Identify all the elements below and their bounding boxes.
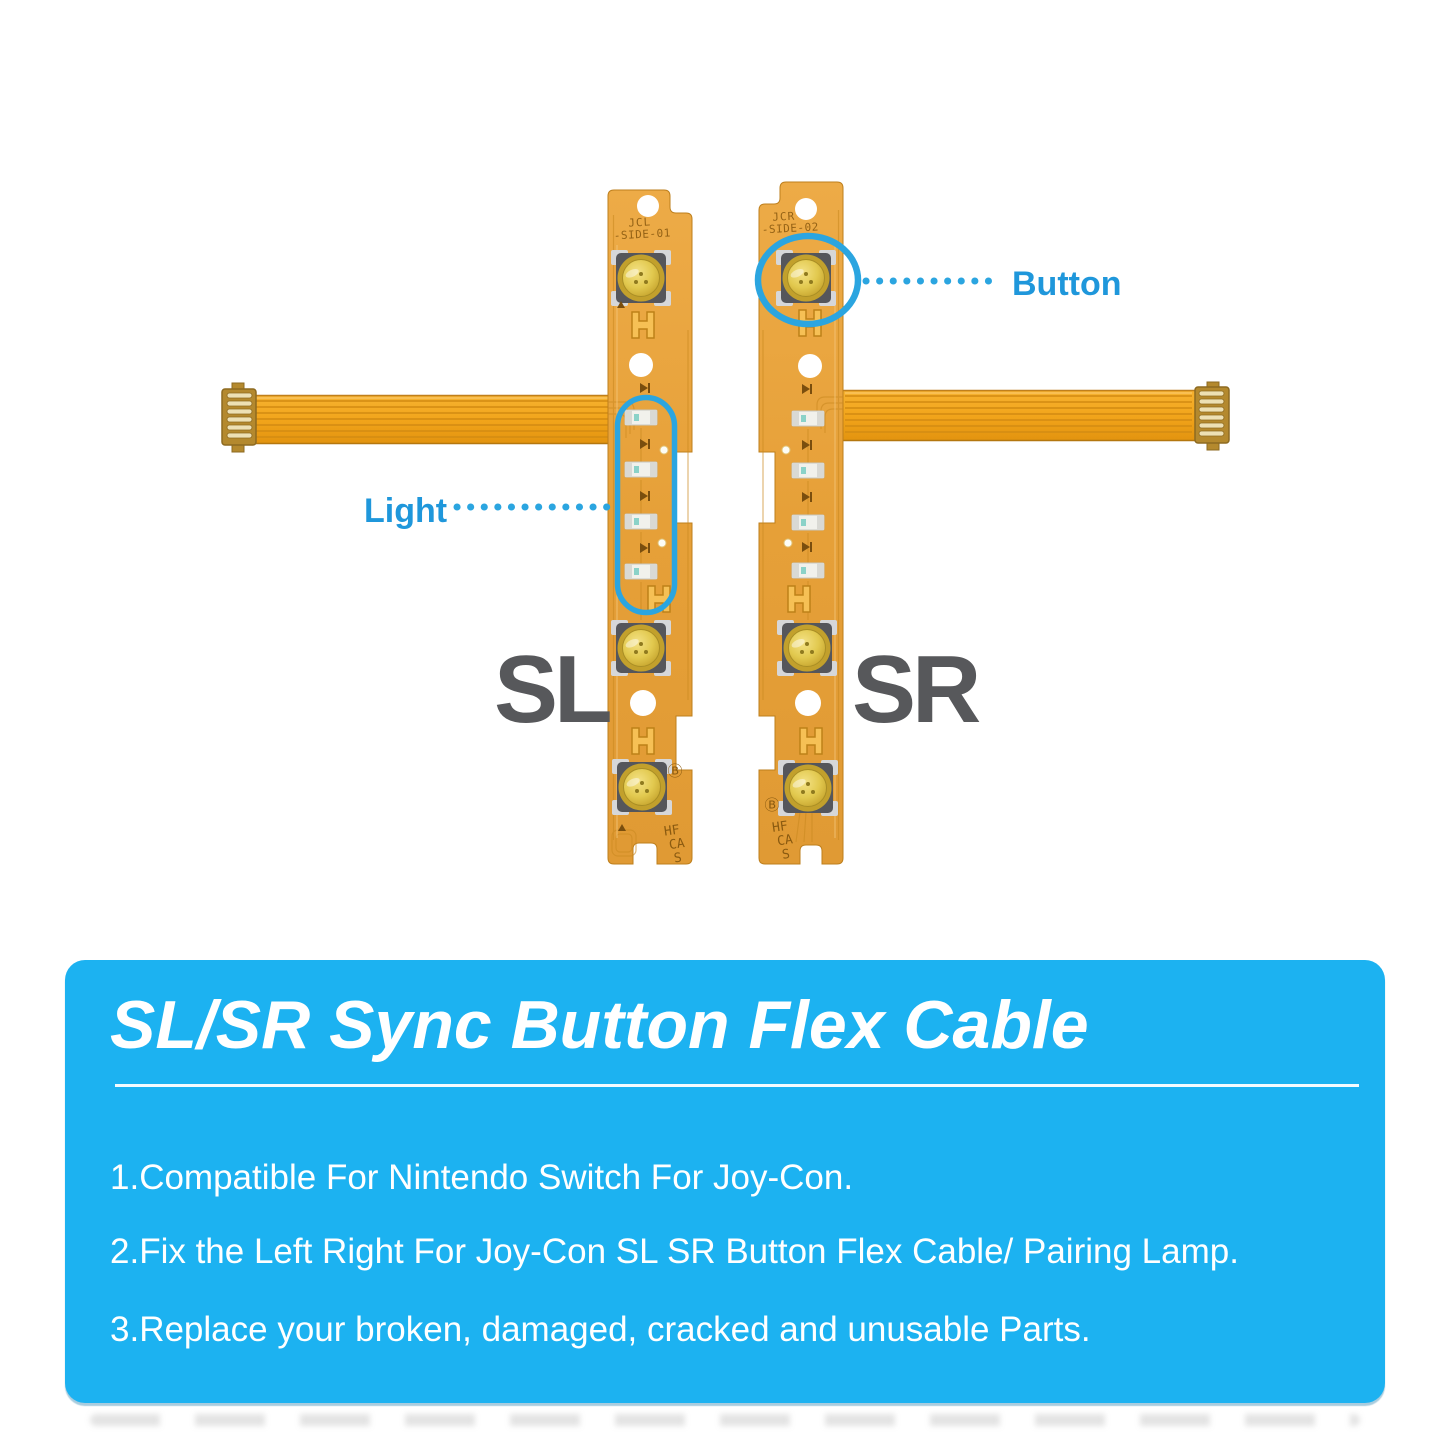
sync-button [611,758,673,816]
sync-button [776,619,838,677]
info-box-divider [115,1084,1359,1087]
info-box-title: SL/SR Sync Button Flex Cable [110,987,1089,1063]
sync-button [610,619,672,677]
triangle-mark [618,824,626,831]
mounting-hole [798,354,822,378]
pairing-led [624,563,658,580]
left-ribbon-cable [252,394,612,445]
left-board-id-line2: -SIDE-01 [614,226,672,242]
button-callout: Button [754,232,1122,328]
light-callout-pill [614,394,678,616]
mounting-hole [795,690,821,716]
info-bullet-3: 3.Replace your broken, damaged, cracked … [110,1310,1091,1349]
left-ribbon-connector [221,382,257,453]
product-photo: JCL -SIDE-01 Ⓑ [221,181,1230,867]
pairing-led [791,562,825,579]
info-box: SL/SR Sync Button Flex Cable 1.Compatibl… [65,960,1385,1403]
right-flex-cable: JCR -SIDE-02 Ⓑ [758,181,1230,865]
info-bullet-2: 2.Fix the Left Right For Joy-Con SL SR B… [110,1232,1239,1271]
right-ribbon-cable [843,389,1195,442]
pairing-led [624,513,658,530]
board-marking: CA [668,836,686,853]
board-marking: HF [663,823,681,840]
button-callout-label: Button [1012,265,1122,303]
left-board-id-line1: JCL [628,215,652,229]
via [659,445,669,455]
pairing-led [791,514,825,531]
pairing-led [624,409,658,426]
board-marking: S [781,847,791,863]
triangle-mark [617,301,625,308]
pairing-led [791,410,825,427]
sl-label: SL [494,636,610,743]
sync-button [777,759,839,817]
mounting-hole [629,353,653,377]
right-board-id-line2: -SIDE-02 [762,220,820,236]
mounting-hole [630,690,656,716]
board-marking: CA [776,832,794,849]
circled-b-mark: Ⓑ [764,797,779,814]
via [657,538,667,548]
via [783,538,793,548]
right-board-id-line1: JCR [772,210,796,224]
via [781,445,791,455]
board-marking: HF [771,819,789,836]
light-callout-label: Light [364,492,447,530]
circled-b-mark: Ⓑ [667,763,682,780]
info-box-reflection [90,1414,1360,1426]
sync-button [610,249,672,307]
board-marking: S [673,851,683,867]
right-ribbon-connector [1194,381,1230,451]
button-callout-circle [754,232,862,328]
light-callout: Light [364,394,678,616]
pairing-led [624,461,658,478]
mounting-hole [795,198,817,220]
info-bullet-1: 1.Compatible For Nintendo Switch For Joy… [110,1158,854,1197]
sr-label: SR [852,636,980,743]
left-flex-cable: JCL -SIDE-01 Ⓑ [221,189,693,867]
sync-button [775,249,837,307]
mounting-hole [637,195,659,217]
pairing-led [791,462,825,479]
